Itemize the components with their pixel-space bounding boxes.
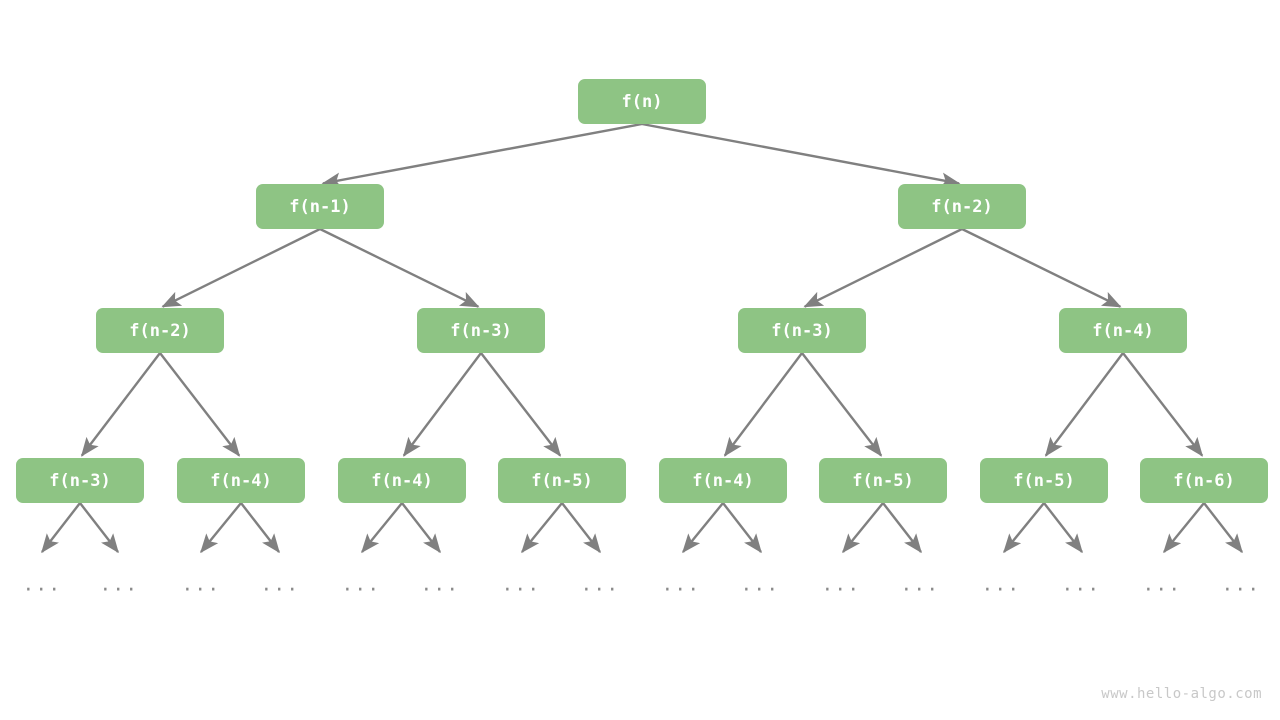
tree-node-n2: f(n-2) xyxy=(898,184,1026,229)
tree-node-label: f(n-4) xyxy=(371,470,433,491)
tree-edge-n5-n11 xyxy=(723,352,803,457)
tree-node-n13: f(n-5) xyxy=(980,458,1108,503)
tree-node-n0: f(n) xyxy=(578,79,706,124)
watermark: www.hello-algo.com xyxy=(1101,686,1262,702)
tree-edge-n6-n13 xyxy=(1044,352,1124,457)
tree-edge-n2-n6 xyxy=(961,227,1122,308)
ellipsis-11: ... xyxy=(900,573,940,596)
leaf-edges xyxy=(41,502,1243,554)
leaf-edge-10 xyxy=(842,502,884,554)
tree-edge-n5-n12 xyxy=(801,352,883,457)
tree-node-n5: f(n-3) xyxy=(738,308,866,353)
tree-edge-n6-n14 xyxy=(1122,352,1204,457)
tree-edge-n2-n5 xyxy=(803,227,963,308)
tree-node-n3: f(n-2) xyxy=(96,308,224,353)
tree-node-n10: f(n-5) xyxy=(498,458,626,503)
ellipsis-10: ... xyxy=(821,573,861,596)
tree-node-n14: f(n-6) xyxy=(1140,458,1268,503)
ellipsis-0: ... xyxy=(22,573,62,596)
ellipsis-13: ... xyxy=(1061,573,1101,596)
tree-node-label: f(n-5) xyxy=(1013,470,1075,491)
tree-node-label: f(n-4) xyxy=(692,470,754,491)
tree-edge-n0-n1 xyxy=(321,122,643,188)
leaf-edge-5 xyxy=(401,502,441,554)
tree-edge-n1-n4 xyxy=(319,227,480,308)
tree-node-label: f(n-2) xyxy=(931,196,993,217)
ellipsis-2: ... xyxy=(181,573,221,596)
leaf-edge-4 xyxy=(361,502,403,554)
tree-node-label: f(n-3) xyxy=(771,320,833,341)
tree-edge-n3-n8 xyxy=(159,352,241,457)
leaf-edge-13 xyxy=(1043,502,1083,554)
ellipsis-9: ... xyxy=(740,573,780,596)
tree-node-label: f(n-5) xyxy=(852,470,914,491)
leaf-edge-0 xyxy=(41,502,81,554)
tree-node-label: f(n-5) xyxy=(531,470,593,491)
tree-node-label: f(n-1) xyxy=(289,196,351,217)
leaf-edge-14 xyxy=(1163,502,1205,554)
tree-node-label: f(n-6) xyxy=(1173,470,1235,491)
tree-node-n8: f(n-4) xyxy=(177,458,305,503)
leaf-edge-1 xyxy=(79,502,119,554)
leaf-edge-6 xyxy=(521,502,563,554)
ellipsis-4: ... xyxy=(341,573,381,596)
tree-node-n12: f(n-5) xyxy=(819,458,947,503)
leaf-edge-12 xyxy=(1003,502,1045,554)
ellipsis-6: ... xyxy=(501,573,541,596)
tree-edge-n4-n10 xyxy=(480,352,562,457)
leaf-edge-8 xyxy=(682,502,724,554)
tree-node-label: f(n-3) xyxy=(450,320,512,341)
leaf-edge-2 xyxy=(200,502,242,554)
tree-node-label: f(n-2) xyxy=(129,320,191,341)
leaf-edge-3 xyxy=(240,502,280,554)
leaf-edge-9 xyxy=(722,502,762,554)
tree-edge-n0-n2 xyxy=(641,122,961,188)
ellipsis-5: ... xyxy=(420,573,460,596)
tree-node-label: f(n-3) xyxy=(49,470,111,491)
tree-node-label: f(n-4) xyxy=(210,470,272,491)
tree-node-label: f(n) xyxy=(621,91,663,112)
tree-node-label: f(n-4) xyxy=(1092,320,1154,341)
tree-edges xyxy=(80,122,1204,457)
tree-edge-n1-n3 xyxy=(161,227,321,308)
ellipsis-8: ... xyxy=(661,573,701,596)
tree-node-n4: f(n-3) xyxy=(417,308,545,353)
leaf-edge-7 xyxy=(561,502,601,554)
leaf-edge-11 xyxy=(882,502,922,554)
tree-node-n11: f(n-4) xyxy=(659,458,787,503)
ellipsis-7: ... xyxy=(580,573,620,596)
ellipsis-1: ... xyxy=(99,573,139,596)
tree-node-n7: f(n-3) xyxy=(16,458,144,503)
ellipsis-14: ... xyxy=(1142,573,1182,596)
tree-node-n9: f(n-4) xyxy=(338,458,466,503)
ellipsis-12: ... xyxy=(981,573,1021,596)
ellipsis-3: ... xyxy=(260,573,300,596)
ellipsis-15: ... xyxy=(1221,573,1261,596)
tree-edge-n3-n7 xyxy=(80,352,161,457)
leaf-edge-15 xyxy=(1203,502,1243,554)
tree-node-n1: f(n-1) xyxy=(256,184,384,229)
tree-node-n6: f(n-4) xyxy=(1059,308,1187,353)
tree-edge-n4-n9 xyxy=(402,352,482,457)
